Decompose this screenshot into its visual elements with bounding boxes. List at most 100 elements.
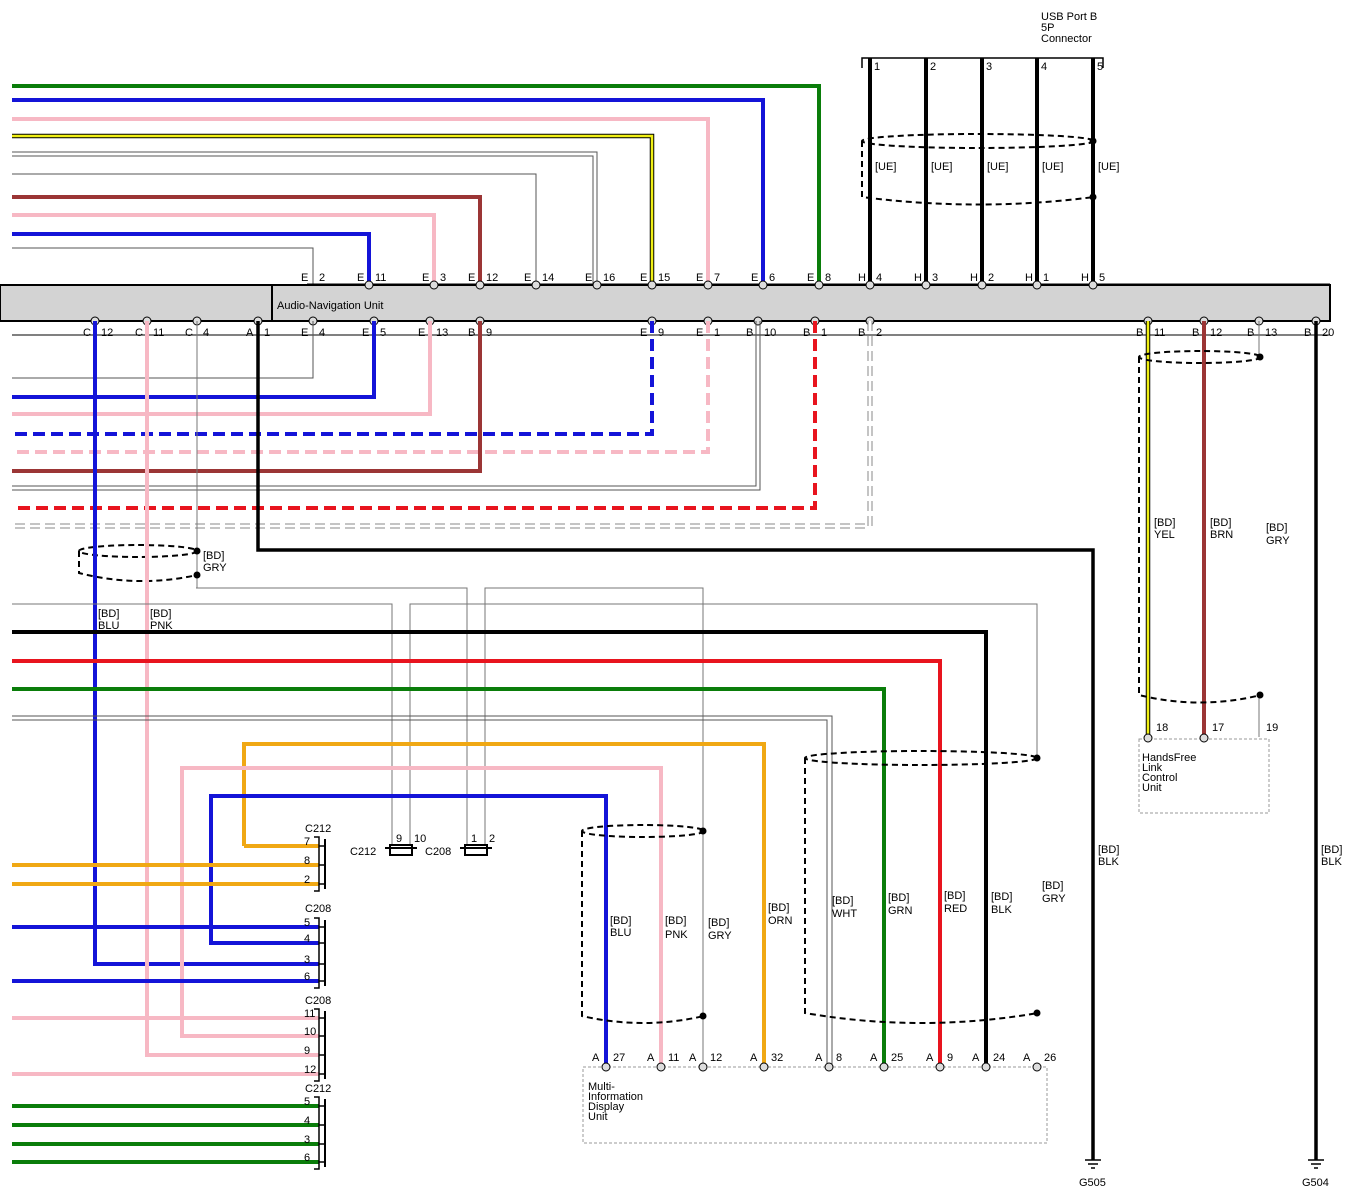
wire-pnk-a11 <box>180 766 663 1066</box>
wire-blu-dash-e9 <box>12 321 654 436</box>
anu-top-pin-10: 4 <box>876 272 882 284</box>
wire-wht-a8 <box>12 715 833 1066</box>
anu-top-pin-4: 14 <box>542 272 554 284</box>
anu-top-terminal-14 <box>1088 280 1098 290</box>
anu-bottom-pin-5: 5 <box>380 327 386 339</box>
handsfree-wires <box>1145 321 1318 1160</box>
label-blk-g504-2: BLK <box>1321 856 1342 868</box>
ground-g504 <box>1308 1159 1324 1169</box>
mid-label-wht-2: WHT <box>832 908 857 920</box>
hf-title-3: Control <box>1142 772 1177 784</box>
anu-top-cavity-2: E <box>422 272 429 284</box>
c212_b-bracket <box>314 1096 320 1170</box>
mid-label-wht-1: [BD] <box>832 895 853 907</box>
anu-bottom-pin-15: 13 <box>1265 327 1277 339</box>
mid-label-gry2-2: GRY <box>1042 893 1066 905</box>
label-pnk-2: PNK <box>150 620 173 632</box>
wire-thin-e2 <box>12 247 314 285</box>
mid-label-blk-2: BLK <box>991 904 1012 916</box>
mid-label-blk-1: [BD] <box>991 891 1012 903</box>
anu-top-pin-12: 2 <box>988 272 994 284</box>
mid-label-blu-2: BLU <box>610 927 631 939</box>
anu-bottom-cavity-7: B <box>468 327 475 339</box>
anu-bottom-cavity-11: B <box>803 327 810 339</box>
c212_a-name: C212 <box>305 823 331 835</box>
usb-title-line1: USB Port B <box>1041 11 1097 23</box>
wire-brn-b9 <box>12 321 482 473</box>
wire-yel-e15 <box>12 133 655 285</box>
anu-top-pin-1: 11 <box>375 272 386 284</box>
mid-pin-12: 12 <box>710 1052 722 1064</box>
mid-terminal-26 <box>1032 1062 1042 1072</box>
mid-label-gry2-1: [BD] <box>1042 880 1063 892</box>
mid-label-gry-2: GRY <box>708 930 732 942</box>
mid-title-4: Unit <box>588 1111 608 1123</box>
mid-cavity-5: A <box>870 1052 878 1064</box>
mid-terminal-24 <box>981 1062 991 1072</box>
shield-tag-5: [UE] <box>1098 161 1119 173</box>
hf-title-4: Unit <box>1142 782 1162 794</box>
anu-bottom-cavity-16: B <box>1304 327 1311 339</box>
anu-top-terminal-4 <box>531 280 541 290</box>
mid-pin-8: 8 <box>836 1052 842 1064</box>
hf-pin-18: 18 <box>1156 722 1168 734</box>
anu-bottom-pin-8: 9 <box>658 327 664 339</box>
lower-harness-wires: [BD] GRY [BD] BLU [BD] PNK <box>12 321 1095 1160</box>
anu-bottom-cavity-14: B <box>1192 327 1199 339</box>
anu-bottom-pin-3: 1 <box>264 327 270 339</box>
mid-terminal-12 <box>698 1062 708 1072</box>
c208_a-name: C208 <box>305 903 331 915</box>
anu-bottom-cavity-6: E <box>418 327 425 339</box>
anu-top-cavity-5: E <box>585 272 592 284</box>
hf-pin-19: 19 <box>1266 722 1278 734</box>
anu-bottom-pin-6: 13 <box>436 327 448 339</box>
anu-top-pin-3: 12 <box>486 272 498 284</box>
usb-port-b-connector: USB Port B 5P Connector 1 2 3 4 5 [UE] [… <box>861 11 1125 285</box>
shield-tag-2: [UE] <box>931 161 952 173</box>
hf-title-1: HandsFree <box>1142 752 1196 764</box>
label-blu-1: [BD] <box>98 608 119 620</box>
hf-pin-17: 17 <box>1212 722 1224 734</box>
ground-label-g505: G505 <box>1079 1177 1106 1189</box>
anu-top-pin-11: 3 <box>932 272 938 284</box>
upper-harness-wires <box>12 84 821 285</box>
mid-pin-25: 25 <box>891 1052 903 1064</box>
wire-thin-splice-9 <box>12 603 393 845</box>
anu-bottom-pin-7: 9 <box>486 327 492 339</box>
splice-c208-pin-1: 1 <box>471 833 477 845</box>
anu-bottom-terminal-10 <box>753 316 763 326</box>
hf-label-yel-2: YEL <box>1154 529 1175 541</box>
mid-label-blu-1: [BD] <box>610 915 631 927</box>
anu-top-terminal-13 <box>1032 280 1042 290</box>
c212_b-name: C212 <box>305 1083 331 1095</box>
anu-bottom-cavity-15: B <box>1247 327 1254 339</box>
hf-label-brn-2: BRN <box>1210 529 1233 541</box>
anu-top-cavity-13: H <box>1025 272 1033 284</box>
c208_a-pin-5: 5 <box>304 917 310 929</box>
c208_a-bracket <box>314 917 320 989</box>
splice-c212-name: C212 <box>350 846 376 858</box>
anu-top-pin-8: 6 <box>769 272 775 284</box>
c212_a-pin-8: 8 <box>304 855 310 867</box>
mid-shield-2 <box>804 750 1039 1024</box>
label-gry-left-1: [BD] <box>203 550 224 562</box>
wire-thin-e16 <box>12 151 598 285</box>
wire-blu-e5 <box>12 321 376 399</box>
splice-c212-pin-9: 9 <box>396 833 402 845</box>
anu-bottom-cavity-3: A <box>246 327 254 339</box>
anu-bottom-cavity-5: E <box>362 327 369 339</box>
wire-thin-e14 <box>12 173 537 285</box>
wire-blk-a1-g505 <box>256 321 1095 1160</box>
anu-bottom-pin-16: 20 <box>1322 327 1334 339</box>
anu-top-pin-13: 1 <box>1043 272 1049 284</box>
anu-bottom-cavity-4: E <box>301 327 308 339</box>
mid-cavity-7: A <box>972 1052 980 1064</box>
label-gry-left-2: GRY <box>203 562 227 574</box>
mid-wire-labels: [BD] BLU [BD] PNK [BD] GRY [BD] ORN [BD]… <box>610 880 1066 942</box>
c212_b-pin-4: 4 <box>304 1115 310 1127</box>
wire-thin-e4 <box>12 321 314 379</box>
